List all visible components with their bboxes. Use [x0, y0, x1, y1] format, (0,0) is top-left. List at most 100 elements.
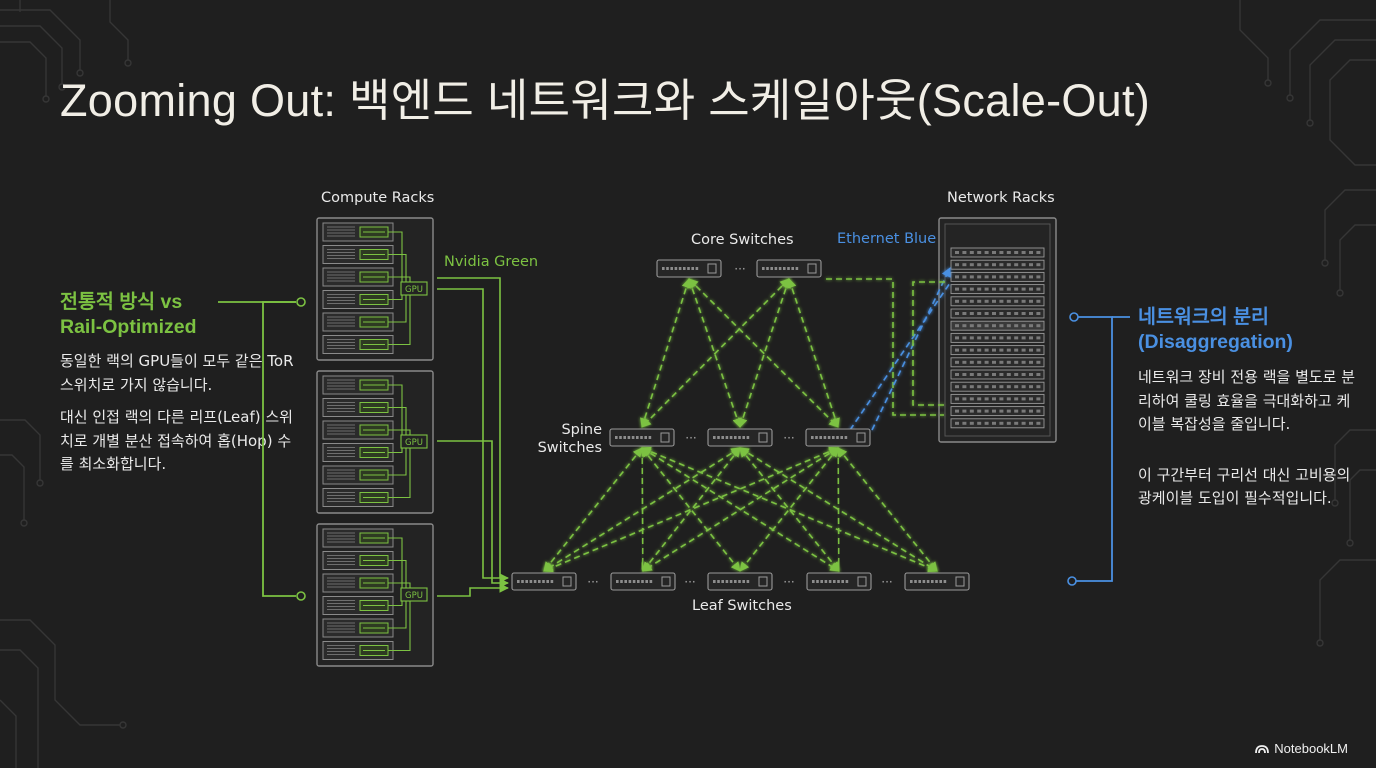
rack-switch-port	[999, 312, 1004, 315]
rack-switch-port	[984, 348, 989, 352]
brand-name: NotebookLM	[1274, 741, 1348, 756]
rack-switch-port	[1036, 263, 1041, 267]
rack-switch-port	[1014, 421, 1019, 425]
leaf-switch	[707, 572, 773, 591]
rack-switch-port	[1036, 397, 1041, 401]
gpu-server	[322, 551, 407, 595]
switch-port	[926, 580, 930, 583]
rack-switch-port	[955, 251, 959, 254]
switch-port	[628, 580, 632, 583]
leaf-switches-label: Leaf Switches	[692, 598, 792, 614]
spine-leaf-link	[641, 446, 938, 573]
rack-switch-port	[969, 348, 974, 352]
rack-switch-port	[977, 263, 982, 267]
network-racks-label: Network Racks	[947, 190, 1055, 206]
rack-switch-port	[1029, 397, 1033, 401]
rack-switch-port	[1021, 409, 1026, 413]
gpu-tag-box	[400, 587, 428, 602]
rack-switch-port	[1021, 275, 1026, 279]
right-connector-node	[1069, 312, 1079, 322]
switch-port	[791, 267, 794, 270]
switch-port	[734, 580, 737, 583]
left-paragraph-2: 대신 인접 랙의 다른 리프(Leaf) 스위치로 개별 분산 접속하여 홉(H…	[60, 408, 293, 473]
rack-switch-port	[955, 263, 959, 267]
switch-port	[725, 580, 729, 583]
switch-port	[616, 580, 619, 583]
gpu-cable	[388, 595, 407, 629]
left-heading-line1: 전통적 방식 vs	[60, 291, 183, 313]
rack-switch-port	[992, 251, 996, 254]
rack-switch-port	[992, 275, 996, 279]
spine-switch	[805, 428, 871, 447]
rack-switch-port	[984, 360, 989, 364]
rack-switch-port	[977, 348, 982, 352]
rack-switch-port	[1021, 287, 1026, 291]
left-heading-line2: Rail-Optimized	[60, 316, 197, 338]
rack-switch-port	[1006, 397, 1011, 401]
left-connector	[218, 297, 306, 601]
gpu-cable	[388, 289, 411, 346]
rack-switch-port	[1036, 324, 1041, 328]
rack-switch-port	[969, 421, 974, 425]
rack-switch-port	[1021, 312, 1026, 315]
leaf-switch	[610, 572, 676, 591]
rack-switch-port	[962, 251, 967, 254]
gpu-tag-text: GPU	[405, 591, 423, 601]
spine-leaf-link	[739, 447, 839, 572]
rack-switch-port	[955, 348, 959, 352]
rack-switch-port	[999, 275, 1004, 279]
notebooklm-logo-icon	[1255, 744, 1270, 753]
switch-port	[521, 580, 524, 583]
gpu-cable	[388, 289, 407, 323]
gpu-tag-box	[400, 434, 428, 449]
rack-switch-port	[962, 336, 967, 340]
switch-port	[623, 436, 626, 439]
switch-port	[783, 267, 786, 270]
spine-leaf-link	[833, 447, 844, 572]
page-title: Zooming Out: 백엔드 네트워크와 스케일아웃(Scale-Out)	[60, 75, 1151, 126]
switch-port	[729, 580, 733, 583]
rack-switch-port	[984, 421, 989, 425]
rack-switch-port	[955, 360, 959, 364]
rack-switch-port	[999, 336, 1004, 340]
gpu-cable	[388, 442, 407, 476]
rack-switch-unit	[950, 332, 1045, 343]
switch-port	[662, 267, 665, 270]
switch-port	[746, 436, 750, 439]
gpu-cable	[388, 442, 411, 499]
gpu-tag-text: GPU	[405, 438, 423, 448]
core-spine-link	[738, 278, 791, 428]
switch-port	[644, 436, 647, 439]
rack-switch-port	[1006, 299, 1011, 303]
rack-switch-port	[1036, 373, 1041, 376]
rack-switch-port	[1029, 348, 1033, 352]
switch-port	[841, 580, 844, 583]
gpu-server	[322, 289, 411, 354]
rack-switch-port	[1006, 409, 1011, 413]
switches: ·····················	[511, 259, 970, 591]
rack-switch-unit	[950, 259, 1045, 270]
switch-port	[815, 436, 818, 439]
switch-port	[713, 580, 716, 583]
rack-switch-port	[992, 299, 996, 303]
switch-port	[840, 436, 843, 439]
rack-switch-port	[977, 397, 982, 401]
switch-port	[624, 580, 627, 583]
rack-switch-port	[977, 336, 982, 340]
switch-port	[914, 580, 917, 583]
gpu-server	[322, 573, 411, 595]
spine-leaf-link	[543, 447, 741, 572]
rack-switch-port	[1036, 409, 1041, 413]
switch-port	[824, 580, 828, 583]
switch-port	[762, 267, 765, 270]
switch-port	[811, 436, 814, 439]
left-connector-node	[296, 591, 306, 601]
rack-switch-port	[977, 373, 982, 376]
rack-switch-port	[999, 287, 1004, 291]
switch-port	[550, 580, 554, 583]
rack-switch-port	[992, 421, 996, 425]
rack-switch-port	[969, 287, 974, 291]
rack-switch-unit	[950, 284, 1045, 295]
switch-port	[935, 580, 938, 583]
switch-port	[619, 436, 622, 439]
